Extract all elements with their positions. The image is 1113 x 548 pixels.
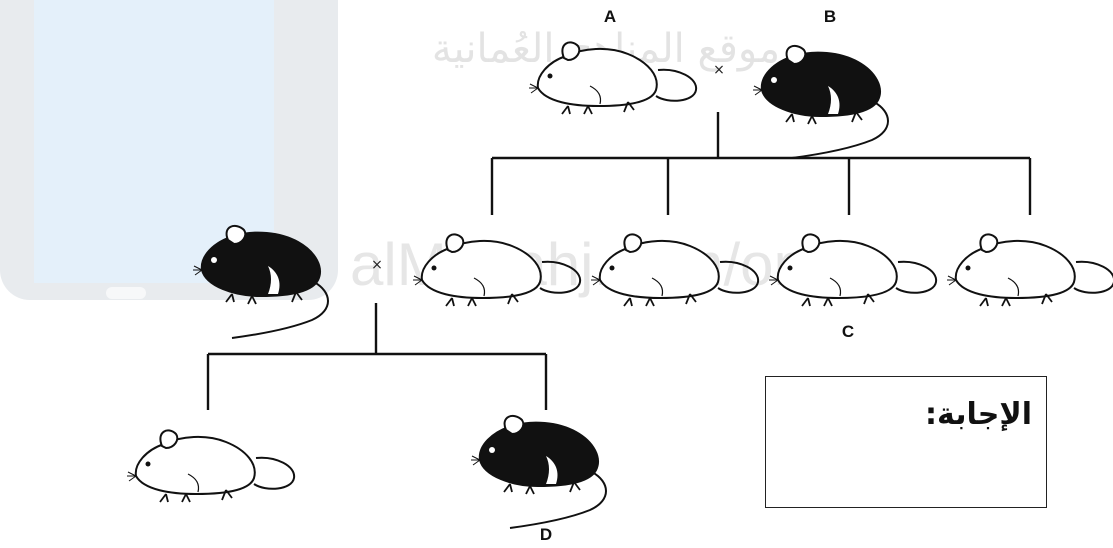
watermark-latin-text: alManahj.com/om	[350, 231, 824, 298]
label-d: D	[540, 525, 552, 544]
pedigree-lines	[206, 112, 1032, 410]
cross-symbol-2: ×	[371, 257, 383, 273]
cross-symbol-1: ×	[713, 62, 725, 78]
mouse-offspring-white	[126, 429, 296, 503]
label-c: C	[842, 322, 854, 341]
label-a: A	[604, 7, 616, 26]
label-b: B	[824, 7, 836, 26]
answer-box[interactable]: الإجابة:	[765, 376, 1047, 508]
mouse-d-black	[470, 414, 607, 529]
mouse-f1-4-white	[946, 233, 1113, 307]
answer-label: الإجابة:	[925, 397, 1032, 432]
